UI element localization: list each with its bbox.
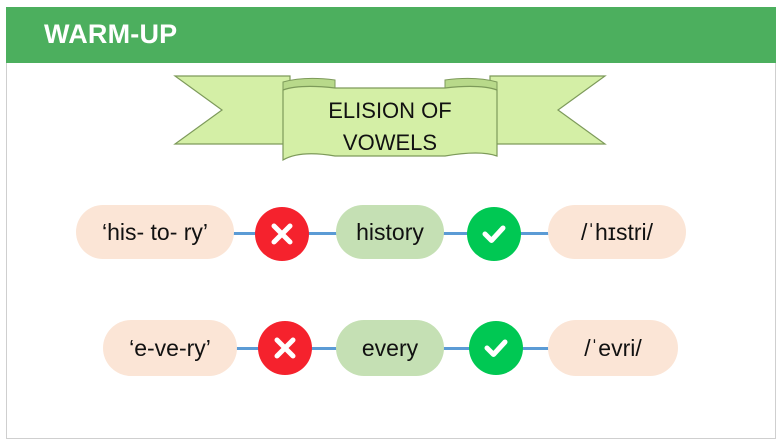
header-bar: WARM-UP xyxy=(6,7,776,63)
banner-line-2: VOWELS xyxy=(342,130,438,155)
word-text: history xyxy=(356,218,424,245)
ipa-text: /ˈevri/ xyxy=(584,334,642,361)
syllables-pill: ‘e-ve-ry’ xyxy=(103,320,237,376)
wrong-marker xyxy=(255,207,309,261)
correct-marker xyxy=(469,321,523,375)
correct-marker xyxy=(467,207,521,261)
ribbon-banner xyxy=(173,75,607,162)
x-icon xyxy=(274,337,296,359)
banner-line-1: ELISION OF xyxy=(328,98,452,123)
checkmark-icon xyxy=(482,225,506,243)
ipa-text: /ˈhɪstri/ xyxy=(580,218,654,245)
page-title: WARM-UP xyxy=(44,19,178,49)
syllables-text: ‘e-ve-ry’ xyxy=(129,334,211,361)
word-text: every xyxy=(361,334,419,361)
ipa-pill: /ˈevri/ xyxy=(548,320,678,376)
x-icon xyxy=(271,223,293,245)
wrong-marker xyxy=(258,321,312,375)
word-pill: every xyxy=(336,320,444,376)
checkmark-icon xyxy=(484,339,508,357)
syllables-text: ‘his- to- ry’ xyxy=(101,218,209,245)
word-pill: history xyxy=(336,205,444,259)
ipa-pill: /ˈhɪstri/ xyxy=(548,205,686,259)
syllables-pill: ‘his- to- ry’ xyxy=(76,205,234,259)
banner-heading: ELISION OF VOWELS xyxy=(283,93,497,161)
